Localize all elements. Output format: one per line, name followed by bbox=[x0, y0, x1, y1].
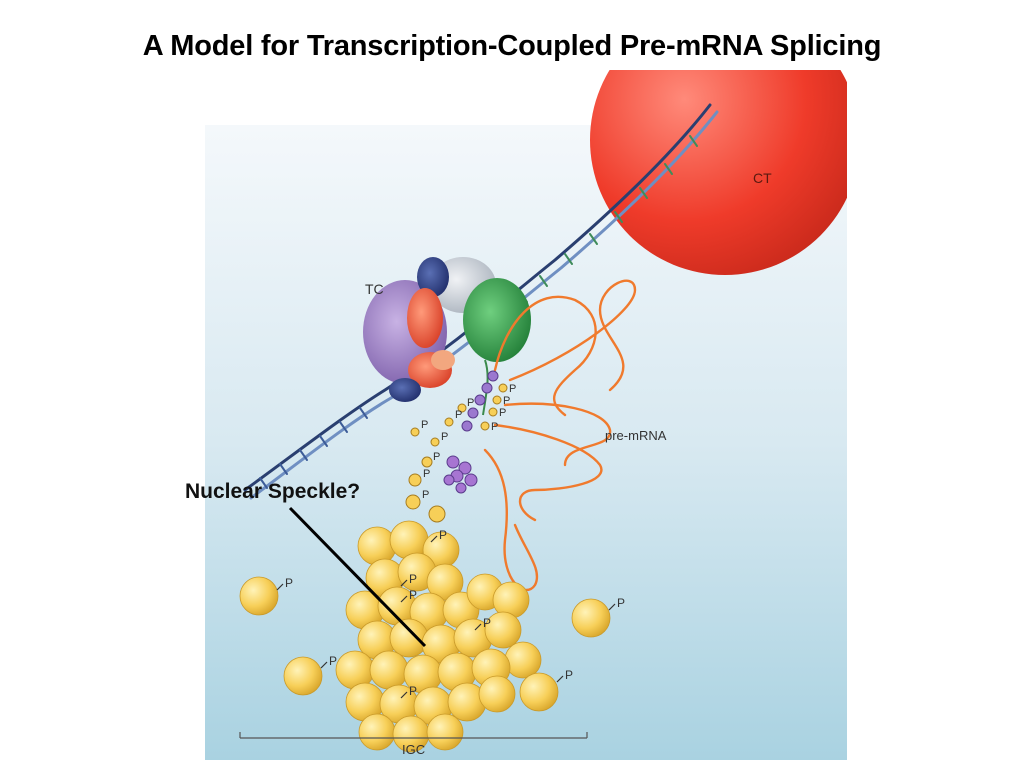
phosphate-tags bbox=[276, 535, 616, 699]
transcription-splicing-diagram: CT bbox=[205, 70, 847, 760]
phosphate-label: P bbox=[565, 668, 573, 682]
phosphate-label: P bbox=[409, 588, 417, 602]
pre-mrna-strands bbox=[483, 279, 637, 592]
phosphate-label: P bbox=[441, 431, 448, 443]
phosphate-label: P bbox=[467, 397, 474, 409]
tc-label: TC bbox=[365, 281, 384, 297]
phosphate-label: P bbox=[455, 409, 462, 421]
phosphate-labels-granules: P P P P P P P P P bbox=[285, 528, 625, 698]
phosphate-label: P bbox=[491, 421, 498, 433]
pre-mrna-label: pre-mRNA bbox=[605, 428, 667, 443]
igc-label: IGC bbox=[402, 742, 425, 757]
phosphate-label: P bbox=[433, 451, 440, 463]
phosphate-label: P bbox=[409, 684, 417, 698]
phosphate-label: P bbox=[509, 383, 516, 395]
splicing-factor-cluster bbox=[443, 370, 499, 494]
small-phosphorylated-factors bbox=[405, 383, 508, 523]
phosphate-label: P bbox=[499, 407, 506, 419]
slide-title: A Model for Transcription-Coupled Pre-mR… bbox=[142, 30, 882, 62]
phosphate-label: P bbox=[422, 489, 429, 501]
transcription-complex bbox=[363, 257, 531, 402]
chromosome-territory-sphere bbox=[590, 70, 847, 275]
phosphate-labels-small: P P P P P P P P P P P bbox=[421, 383, 516, 501]
nuclear-speckle-callout: Nuclear Speckle? bbox=[185, 480, 361, 503]
igc-bracket bbox=[239, 732, 588, 739]
phosphate-label: P bbox=[285, 576, 293, 590]
speckle-callout-line bbox=[288, 506, 427, 648]
phosphate-label: P bbox=[421, 419, 428, 431]
phosphate-label: P bbox=[503, 395, 510, 407]
phosphate-label: P bbox=[329, 654, 337, 668]
phosphate-label: P bbox=[423, 468, 430, 480]
ct-label: CT bbox=[753, 170, 772, 186]
phosphate-label: P bbox=[483, 616, 491, 630]
phosphate-label: P bbox=[439, 528, 447, 542]
phosphate-label: P bbox=[617, 596, 625, 610]
phosphate-label: P bbox=[409, 572, 417, 586]
